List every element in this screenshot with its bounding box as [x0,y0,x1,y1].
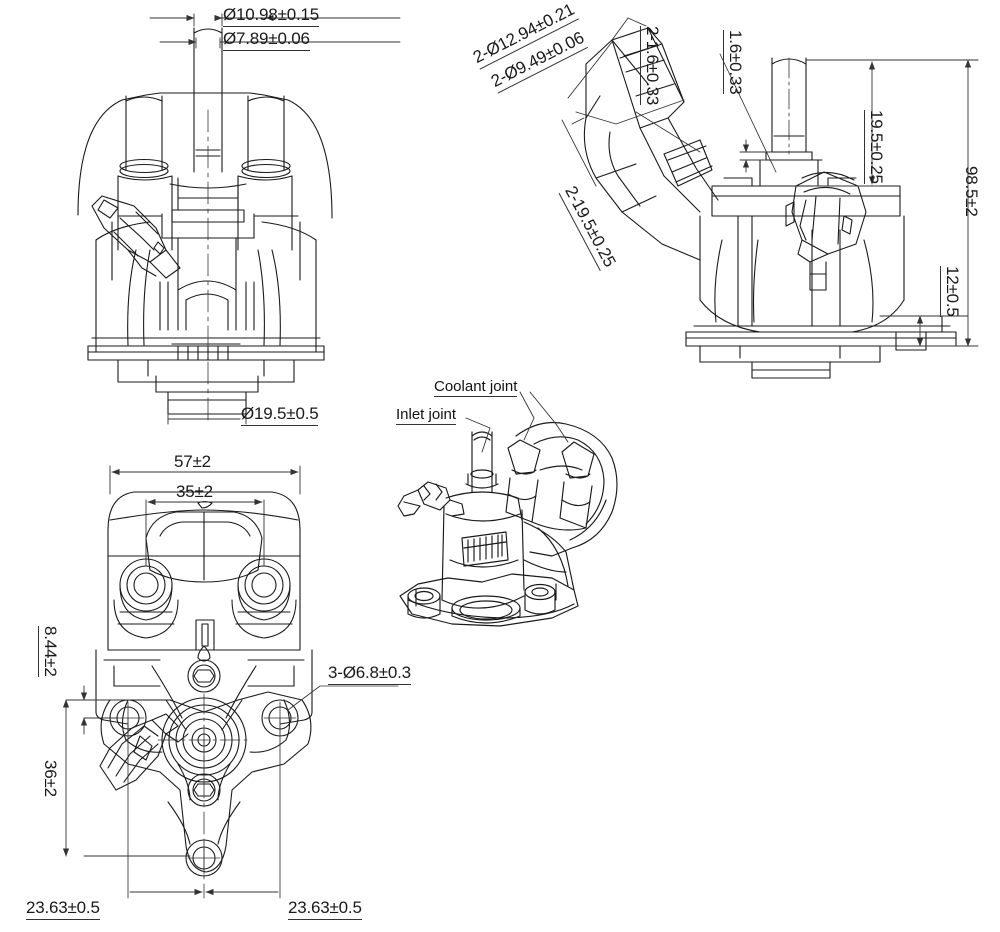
view-front-dimensions [149,13,401,425]
dimension-12: 12±0.5 [940,266,962,317]
view-iso-geometry [397,421,618,627]
dimension-35: 35±2 [176,482,213,501]
dimension-57: 57±2 [174,452,211,471]
view-side-dimensions [561,17,979,347]
dimension-diameter-19-5: Ø19.5±0.5 [241,404,319,426]
dimension-36: 36±2 [41,760,60,797]
dimension-3x-diameter-6-8: 3-Ø6.8±0.3 [328,663,411,685]
callout-coolant-joint: Coolant joint [434,378,518,397]
view-bottom-dimensions [62,465,399,899]
dimension-1-6: 1.6±0.33 [723,30,745,95]
view-side-geometry [583,27,957,379]
dimension-19-5-tol: 19.5±0.25 [864,110,886,184]
dimension-8-44: 8.44±2 [38,626,60,677]
dimension-diameter-7-89: Ø7.89±0.06 [223,29,310,51]
view-front-geometry [77,27,333,415]
callout-inlet-joint: Inlet joint [396,406,457,425]
dimension-23-63-right: 23.63±0.5 [288,898,362,920]
dimension-2x-1-6: 2-1.6±0.33 [640,26,662,106]
dimension-23-63-left: 23.63±0.5 [26,898,100,920]
dimension-diameter-10-98: Ø10.98±0.15 [223,5,319,27]
dimension-98-5: 98.5±2 [962,166,981,217]
view-iso-leaders [465,391,569,453]
